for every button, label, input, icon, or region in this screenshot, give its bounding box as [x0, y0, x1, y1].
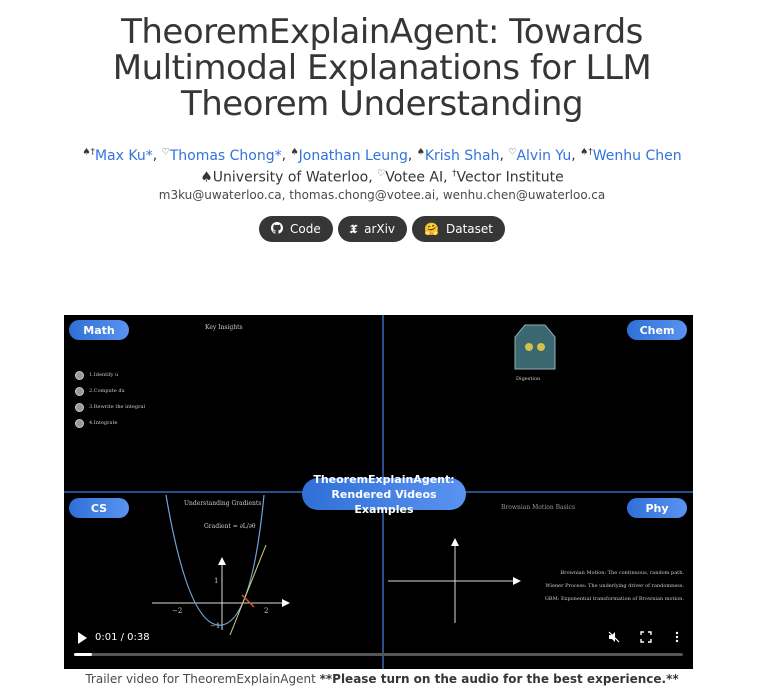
video-controls: 0:01 / 0:38 [64, 627, 693, 669]
digestion-label: Digestion [516, 376, 541, 382]
math-step: 2.Compute du [75, 383, 145, 399]
play-icon[interactable] [75, 631, 89, 645]
affiliations: ♠University of Waterloo, ♡Votee AI, †Vec… [200, 169, 564, 186]
understanding-gradients-heading: Understanding Gradients [184, 500, 262, 507]
gradient-plot: −2 1 −1 2 [152, 495, 290, 635]
affiliation-mark: ♠ [200, 169, 213, 186]
gradient-formula: Gradient = ∂L/∂θ [204, 523, 256, 530]
author: ♠Krish Shah [416, 147, 500, 164]
axis-tick-one: 1 [214, 577, 218, 585]
code-button[interactable]: Code [258, 216, 333, 242]
author: ♡Thomas Chong* [161, 147, 282, 164]
key-insights-heading: Key Insights [205, 324, 243, 331]
author: ♠†Wenhu Chen [580, 147, 682, 164]
code-button-label: Code [289, 222, 321, 236]
brownian-definitions: Brownian Motion: The continuous, random … [534, 567, 684, 606]
axis-tick-neg1: −1 [210, 622, 220, 630]
axis-tick-two: 2 [264, 607, 268, 615]
step-dot [75, 370, 84, 380]
cs-label: CS [69, 498, 129, 518]
brownian-line: Brownian Motion: The continuous, random … [560, 570, 685, 576]
author-emails: m3ku@uwaterloo.ca, thomas.chong@votee.ai… [158, 188, 606, 202]
math-steps-list: 1.Identify u 2.Compute du 3.Rewrite the … [75, 367, 145, 431]
more-options-icon[interactable] [670, 631, 684, 645]
arxiv-icon: 𝖃 [349, 221, 358, 236]
affiliation-mark: † [452, 169, 457, 179]
center-title-line2: Rendered Videos Examples [331, 487, 437, 516]
trailer-video-player[interactable]: Math Chem CS Phy TheoremExplainAgent: Re… [64, 315, 693, 669]
hugging-face-icon: 🤗 [424, 222, 439, 236]
author: ♡Alvin Yu [508, 147, 572, 164]
affiliation-name: Vector Institute [456, 169, 564, 186]
brownian-line: GBM: Exponential transformation of Brown… [544, 596, 684, 602]
author: ♠Jonathan Leung [290, 147, 408, 164]
affiliation-mark: ♡ [377, 169, 386, 179]
caption-text: Trailer video for TheoremExplainAgent [85, 672, 320, 686]
arxiv-button-label: arXiv [364, 222, 396, 236]
video-progress-fill [74, 653, 93, 656]
author-link-alvin-yu[interactable]: Alvin Yu [516, 147, 572, 164]
video-progress-bar[interactable] [74, 653, 683, 656]
brownian-line: Wiener Process: The underlying driver of… [545, 583, 684, 589]
mute-icon[interactable] [607, 631, 621, 645]
math-step: 3.Rewrite the integral [75, 399, 145, 415]
author-link-krish-shah[interactable]: Krish Shah [424, 147, 500, 164]
fullscreen-icon[interactable] [639, 631, 653, 645]
brownian-axes [388, 538, 521, 623]
step-dot [75, 418, 84, 428]
math-label: Math [69, 320, 129, 340]
author-link-max-ku[interactable]: Max Ku* [94, 147, 153, 164]
video-caption: Trailer video for TheoremExplainAgent **… [0, 672, 764, 686]
page-title: TheoremExplainAgent: Towards Multimodal … [112, 12, 652, 124]
video-center-title: TheoremExplainAgent: Rendered Videos Exa… [302, 473, 466, 516]
stomach-character-icon [514, 324, 556, 370]
phy-label: Phy [627, 498, 687, 518]
author-list: ♠†Max Ku*, ♡Thomas Chong*, ♠Jonathan Leu… [82, 147, 682, 164]
step-dot [75, 402, 84, 412]
author-link-thomas-chong[interactable]: Thomas Chong* [169, 147, 282, 164]
author: ♠†Max Ku* [82, 147, 153, 164]
link-buttons: Code 𝖃 arXiv 🤗 Dataset [0, 216, 764, 242]
brownian-heading: Brownian Motion Basics [501, 504, 576, 511]
dataset-button-label: Dataset [446, 222, 493, 236]
axis-tick-neg2: −2 [172, 607, 182, 615]
math-step: 1.Identify u [75, 367, 145, 383]
dataset-button[interactable]: 🤗 Dataset [412, 216, 505, 242]
video-time: 0:01 / 0:38 [95, 632, 150, 643]
affiliation-name: University of Waterloo [212, 169, 369, 186]
github-icon [270, 221, 283, 237]
author-link-jonathan-leung[interactable]: Jonathan Leung [298, 147, 408, 164]
arxiv-button[interactable]: 𝖃 arXiv [337, 216, 408, 242]
caption-audio-note: **Please turn on the audio for the best … [319, 672, 679, 686]
chem-label: Chem [627, 320, 687, 340]
affiliation-name: Votee AI [385, 169, 444, 186]
math-step: 4.Integrate [75, 415, 145, 431]
author-link-wenhu-chen[interactable]: Wenhu Chen [592, 147, 682, 164]
step-dot [75, 386, 84, 396]
center-title-line1: TheoremExplainAgent: [313, 472, 455, 486]
